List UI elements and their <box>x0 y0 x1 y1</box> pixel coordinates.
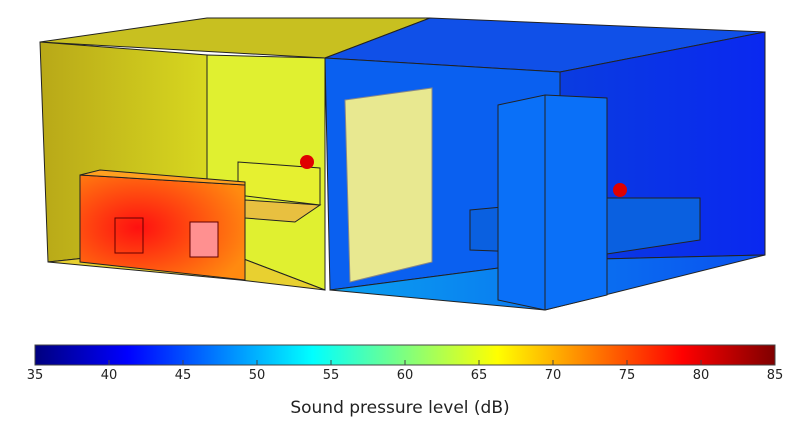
colorbar-tick-label: 35 <box>26 368 44 383</box>
colorbar-tick-label: 40 <box>100 368 118 383</box>
colorbar-tick-label: 70 <box>544 368 562 383</box>
mesh-wardrobe <box>344 87 433 283</box>
colorbar-tick-label: 60 <box>396 368 414 383</box>
colorbar-tick-label: 85 <box>766 368 784 383</box>
speaker-box <box>189 221 219 258</box>
tall-cabinet <box>497 94 608 311</box>
speaker-box <box>114 217 144 254</box>
counter-front <box>79 174 246 281</box>
colorbar-tick-label: 45 <box>174 368 192 383</box>
colorbar-tick-label: 55 <box>322 368 340 383</box>
receiver-sphere <box>613 183 627 197</box>
colorbar-tick-label: 50 <box>248 368 266 383</box>
counter-top <box>79 169 246 186</box>
colorbar-title: Sound pressure level (dB) <box>290 398 510 418</box>
colorbar-tick-label: 75 <box>618 368 636 383</box>
receiver-sphere <box>300 155 314 169</box>
colorbar-tick-label: 80 <box>692 368 710 383</box>
colorbar-tick-label: 65 <box>470 368 488 383</box>
